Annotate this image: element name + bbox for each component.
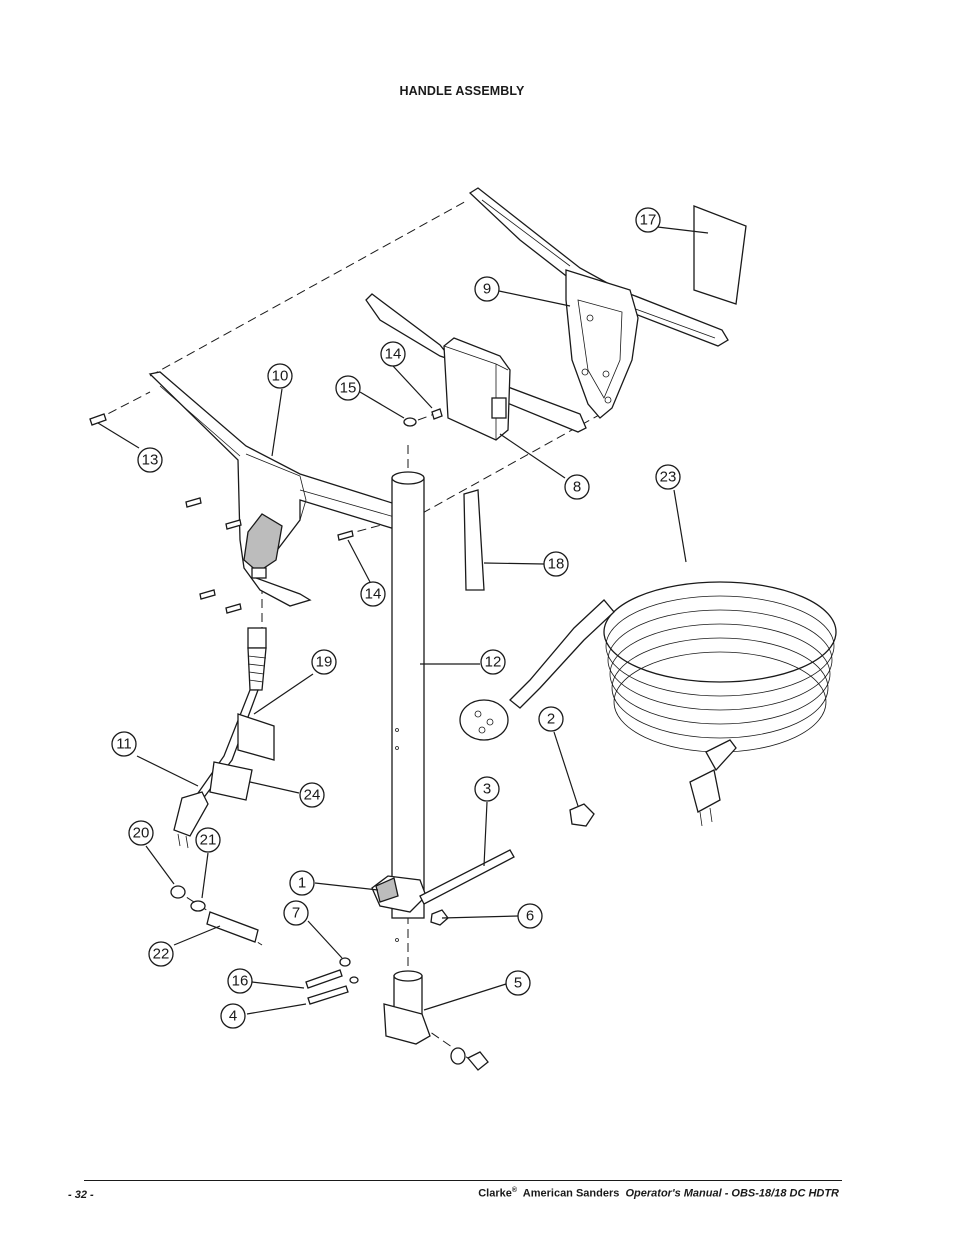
callout-1: 1 bbox=[289, 870, 315, 896]
svg-text:4: 4 bbox=[229, 1008, 237, 1025]
assembly-centerlines bbox=[95, 199, 609, 1066]
svg-text:14: 14 bbox=[385, 346, 402, 363]
callout-4: 4 bbox=[220, 1003, 246, 1029]
part-bolt-16 bbox=[305, 969, 343, 989]
part-caster-bracket bbox=[383, 970, 431, 1045]
svg-text:3: 3 bbox=[483, 781, 491, 798]
part-screws bbox=[89, 408, 443, 614]
callout-16: 16 bbox=[227, 968, 253, 994]
callout-5: 5 bbox=[505, 970, 531, 996]
callout-19: 19 bbox=[311, 649, 337, 675]
callout-8: 8 bbox=[564, 474, 590, 500]
part-strain-relief-20 bbox=[170, 885, 186, 899]
footer-manual-title: Clarke® American Sanders Operator's Manu… bbox=[478, 1187, 839, 1200]
part-bottom-nut bbox=[466, 1051, 489, 1071]
footer-brand: Clarke bbox=[478, 1187, 512, 1200]
registered-mark: ® bbox=[511, 1187, 518, 1194]
page-number: - 32 - bbox=[68, 1189, 94, 1201]
callout-21: 21 bbox=[195, 827, 221, 853]
footer-divider bbox=[84, 1180, 842, 1181]
svg-text:7: 7 bbox=[292, 905, 300, 922]
part-washer-21 bbox=[190, 900, 206, 912]
leader-lines bbox=[97, 225, 709, 1015]
part-nut-6 bbox=[430, 909, 449, 926]
svg-text:9: 9 bbox=[483, 281, 491, 298]
part-axle-rod bbox=[419, 849, 515, 905]
footer-company: American Sanders bbox=[522, 1187, 620, 1200]
callout-15: 15 bbox=[335, 375, 361, 401]
callout-12: 12 bbox=[480, 649, 506, 675]
svg-text:6: 6 bbox=[526, 908, 534, 925]
callout-3: 3 bbox=[474, 776, 500, 802]
callout-18: 18 bbox=[543, 551, 569, 577]
svg-text:11: 11 bbox=[116, 736, 132, 753]
part-handle-bracket bbox=[468, 187, 729, 419]
callout-20: 20 bbox=[128, 820, 154, 846]
callout-23: 23 bbox=[655, 464, 681, 490]
callout-2: 2 bbox=[538, 706, 564, 732]
part-extension-cord bbox=[459, 581, 837, 827]
part-switch-assembly bbox=[365, 293, 587, 441]
svg-text:12: 12 bbox=[485, 654, 502, 671]
part-bottom-washer bbox=[450, 1047, 466, 1065]
svg-text:18: 18 bbox=[548, 556, 565, 573]
callout-6: 6 bbox=[517, 903, 543, 929]
callout-9: 9 bbox=[474, 276, 500, 302]
callout-11: 11 bbox=[111, 731, 137, 757]
callout-14-top: 14 bbox=[380, 341, 406, 367]
part-handle-tube bbox=[391, 471, 425, 942]
callout-10: 10 bbox=[267, 363, 293, 389]
footer-manual-name: Operator's Manual - OBS-18/18 DC HDTR bbox=[625, 1187, 840, 1200]
part-label-19 bbox=[237, 713, 275, 761]
svg-text:21: 21 bbox=[200, 832, 217, 849]
callout-17: 17 bbox=[635, 207, 661, 233]
svg-text:2: 2 bbox=[547, 711, 555, 728]
callout-22: 22 bbox=[148, 941, 174, 967]
svg-text:13: 13 bbox=[142, 452, 159, 469]
svg-text:16: 16 bbox=[232, 973, 249, 990]
svg-text:5: 5 bbox=[514, 975, 522, 992]
svg-text:24: 24 bbox=[304, 787, 321, 804]
svg-text:23: 23 bbox=[660, 469, 677, 486]
callout-14-side: 14 bbox=[360, 581, 386, 607]
callout-24: 24 bbox=[299, 782, 325, 808]
svg-text:14: 14 bbox=[365, 586, 382, 603]
part-handle-lever bbox=[148, 371, 411, 607]
part-washer bbox=[349, 976, 359, 984]
svg-text:8: 8 bbox=[573, 479, 581, 496]
part-washer-7 bbox=[339, 957, 351, 967]
svg-text:1: 1 bbox=[298, 875, 306, 892]
svg-text:22: 22 bbox=[153, 946, 170, 963]
svg-text:15: 15 bbox=[340, 380, 357, 397]
part-tube-sleeve bbox=[463, 489, 485, 591]
part-bolt-4 bbox=[307, 985, 349, 1005]
callout-13: 13 bbox=[137, 447, 163, 473]
callout-7: 7 bbox=[283, 900, 309, 926]
svg-text:10: 10 bbox=[272, 368, 289, 385]
part-grommet-2 bbox=[569, 803, 595, 827]
page-title: HANDLE ASSEMBLY bbox=[399, 84, 525, 98]
svg-text:20: 20 bbox=[133, 825, 150, 842]
part-sleeve-22 bbox=[206, 911, 259, 943]
part-label-17 bbox=[693, 205, 747, 305]
svg-text:17: 17 bbox=[640, 212, 657, 229]
part-label-24 bbox=[209, 761, 253, 801]
svg-text:19: 19 bbox=[316, 654, 333, 671]
